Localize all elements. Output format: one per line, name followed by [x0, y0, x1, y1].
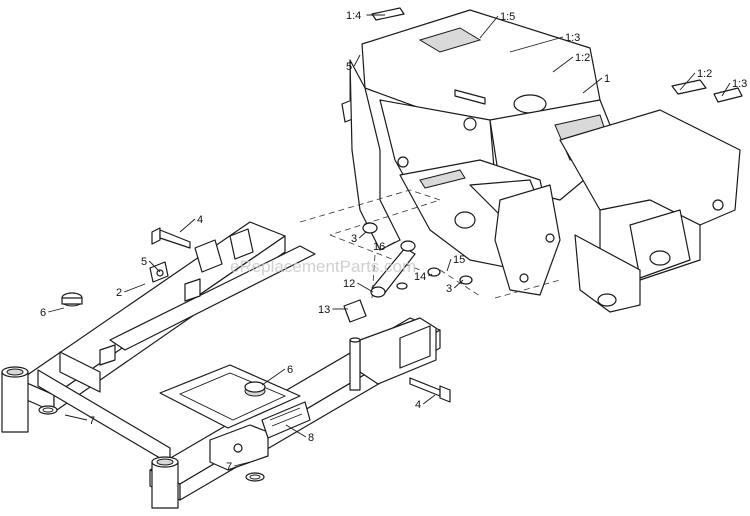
callout-label-c-15: 15 — [453, 254, 465, 266]
bumper-13-part — [343, 299, 367, 323]
leader-line-c-7-left — [64, 414, 88, 421]
leader-line-c-8 — [285, 424, 307, 438]
leader-line-c-5-top — [353, 54, 361, 67]
callout-label-c-2: 2 — [116, 287, 122, 299]
leader-line-c-6-left — [48, 307, 65, 313]
callout-label-c-8: 8 — [308, 432, 314, 444]
washer-7-left-part — [38, 405, 58, 415]
chassis-weldment-part — [349, 9, 741, 313]
leader-line-c-1-5 — [479, 15, 499, 39]
callout-label-c-1: 1 — [604, 73, 610, 85]
nut-15-part — [427, 267, 441, 277]
callout-label-c-4-top: 4 — [197, 214, 203, 226]
decal-1-3-right-part — [713, 87, 743, 103]
leader-line-c-4-bottom — [422, 394, 436, 405]
callout-label-c-1-2-right: 1:2 — [697, 68, 712, 80]
washer-7-bottom-part — [245, 472, 265, 482]
callout-label-c-3-right: 3 — [446, 283, 452, 295]
callout-label-c-16: 16 — [373, 241, 385, 253]
bolt-4-bottom-part — [409, 377, 451, 403]
leader-line-c-3-right — [453, 279, 464, 289]
callout-label-c-5-left: 5 — [141, 256, 147, 268]
callout-label-c-5-top: 5 — [346, 61, 352, 73]
callout-label-c-4-bottom: 4 — [415, 399, 421, 411]
leader-line-c-12 — [357, 282, 374, 293]
nut-3-left-part — [362, 222, 378, 234]
grommet-6-left-part — [61, 292, 83, 307]
grommet-6-right-part — [244, 381, 266, 397]
nut-16-part — [400, 240, 416, 252]
callout-label-c-1-5: 1:5 — [500, 11, 515, 23]
leader-line-c-3-left — [358, 231, 367, 239]
nut-3-right-part — [459, 275, 473, 285]
leader-line-c-6-right — [261, 368, 286, 386]
bolt-4-top-part — [151, 227, 191, 249]
leader-line-c-2 — [124, 283, 146, 293]
decal-1-4-part — [371, 7, 405, 21]
leader-line-c-1 — [582, 77, 603, 94]
callout-label-c-7-bottom: 7 — [226, 461, 232, 473]
callout-label-c-3-left: 3 — [351, 233, 357, 245]
leader-line-c-7-bottom — [234, 461, 251, 467]
leader-line-c-4-top — [179, 218, 196, 233]
leader-line-c-5-left — [148, 260, 161, 273]
callout-label-c-6-right: 6 — [287, 364, 293, 376]
leader-line-c-1-3-right — [721, 82, 731, 97]
decal-1-2-right-part — [671, 79, 707, 95]
callout-label-c-1-3-top: 1:3 — [565, 32, 580, 44]
leader-line-c-14 — [428, 273, 433, 277]
callout-label-c-7-left: 7 — [89, 415, 95, 427]
washer-14-part — [396, 282, 408, 290]
leader-line-c-15 — [446, 258, 452, 272]
callout-label-c-1-4-top: 1:4 — [346, 10, 361, 22]
leader-line-c-16 — [387, 241, 396, 247]
leader-line-c-1-2-top — [552, 56, 574, 73]
main-frame-part — [1, 221, 441, 509]
watermark-text: eReplacementParts.com — [230, 257, 416, 276]
callout-label-c-1-3-right: 1:3 — [732, 78, 747, 90]
leader-line-c-1-2-right — [679, 72, 696, 91]
callout-label-c-14: 14 — [414, 271, 426, 283]
callout-label-c-12: 12 — [343, 278, 355, 290]
callout-label-c-6-left: 6 — [40, 307, 46, 319]
leader-line-c-1-3-top — [509, 36, 564, 53]
lever-12-part — [370, 247, 416, 298]
callout-label-c-1-2-top: 1:2 — [575, 52, 590, 64]
callout-label-c-13: 13 — [318, 304, 330, 316]
